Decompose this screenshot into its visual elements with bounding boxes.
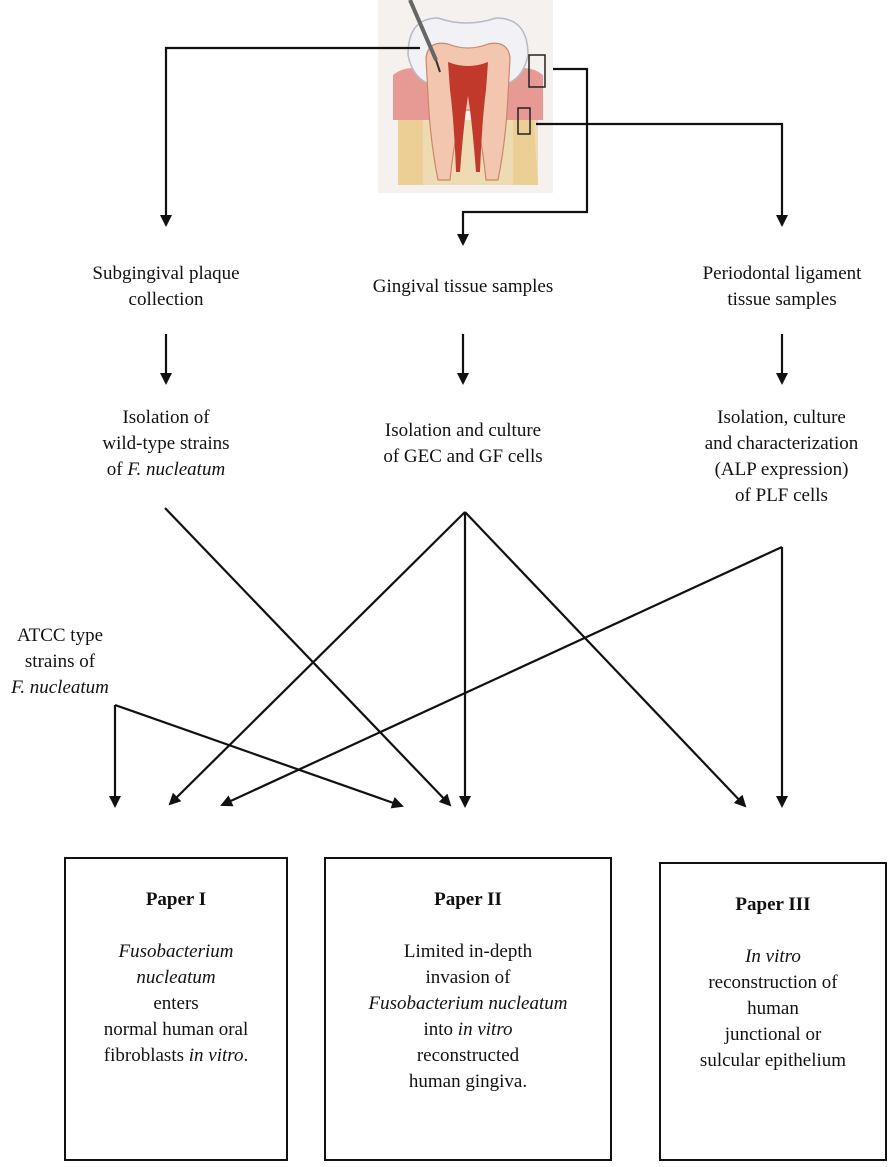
pdl-samples-label: Periodontal ligament tissue samples: [702, 263, 862, 310]
plaque-collection-label: Subgingival plaque collection: [92, 263, 240, 310]
atcc-strains-label: ATCC type strains of F. nucleatum: [11, 625, 109, 698]
isolation-gec-gf-label: Isolation and culture of GEC and GF cell…: [383, 420, 543, 467]
gingival-samples-label: Gingival tissue samples: [372, 276, 554, 297]
paper-1-title: Paper I: [145, 889, 207, 910]
paper-2-text: Limited in-depth invasion of Fusobacteri…: [368, 941, 568, 1092]
paper-3-box: Paper III In vitro reconstruction of hum…: [659, 862, 887, 1161]
paper-2-title: Paper II: [434, 889, 502, 910]
isolation-fn-label: Isolation of wild-type strains of F. nuc…: [102, 407, 230, 480]
paper-2-box: Paper II Limited in-depth invasion of Fu…: [324, 857, 612, 1161]
tooth-illustration-icon: [378, 0, 553, 193]
paper-1-box: Paper I Fusobacterium nucleatum enters n…: [64, 857, 288, 1161]
paper-1-text: Fusobacterium nucleatum enters normal hu…: [103, 941, 249, 1066]
isolation-plf-label: Isolation, culture and characterization …: [704, 407, 859, 506]
paper-3-title: Paper III: [735, 894, 811, 915]
paper-3-text: In vitro reconstruction of human junctio…: [699, 946, 847, 1071]
